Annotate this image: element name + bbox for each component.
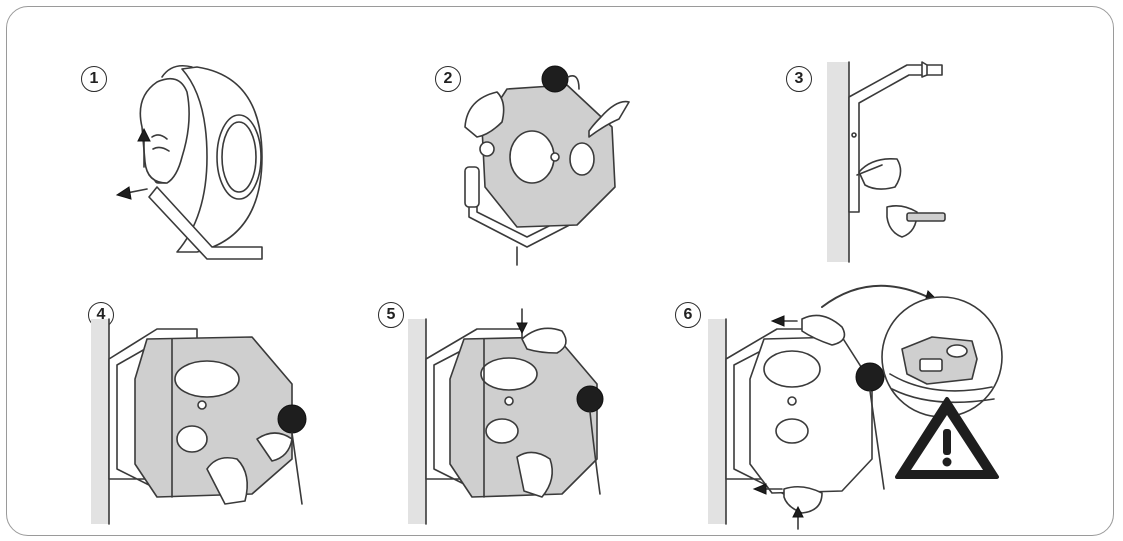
step-2-illustration: 2 [357,7,677,277]
warning-triangle-icon [897,399,997,477]
step-1-illustration: 1 [7,7,307,277]
fixture-mount-illustration [357,7,677,277]
arrow-icon [772,316,797,326]
fixture-release-illustration [7,7,307,277]
instruction-panel: 1 2 [6,6,1114,536]
fixture-safety-check-illustration [672,279,1112,534]
step-4-illustration: 4 [7,279,347,534]
step-6-illustration: 6 [672,279,1112,534]
step-5-illustration: 5 [372,279,672,534]
step-3-illustration: 3 [777,7,1107,277]
fixture-align-illustration [7,279,347,534]
bracket-wall-mark-illustration [777,7,1107,277]
fixture-lock-illustration [372,279,672,534]
